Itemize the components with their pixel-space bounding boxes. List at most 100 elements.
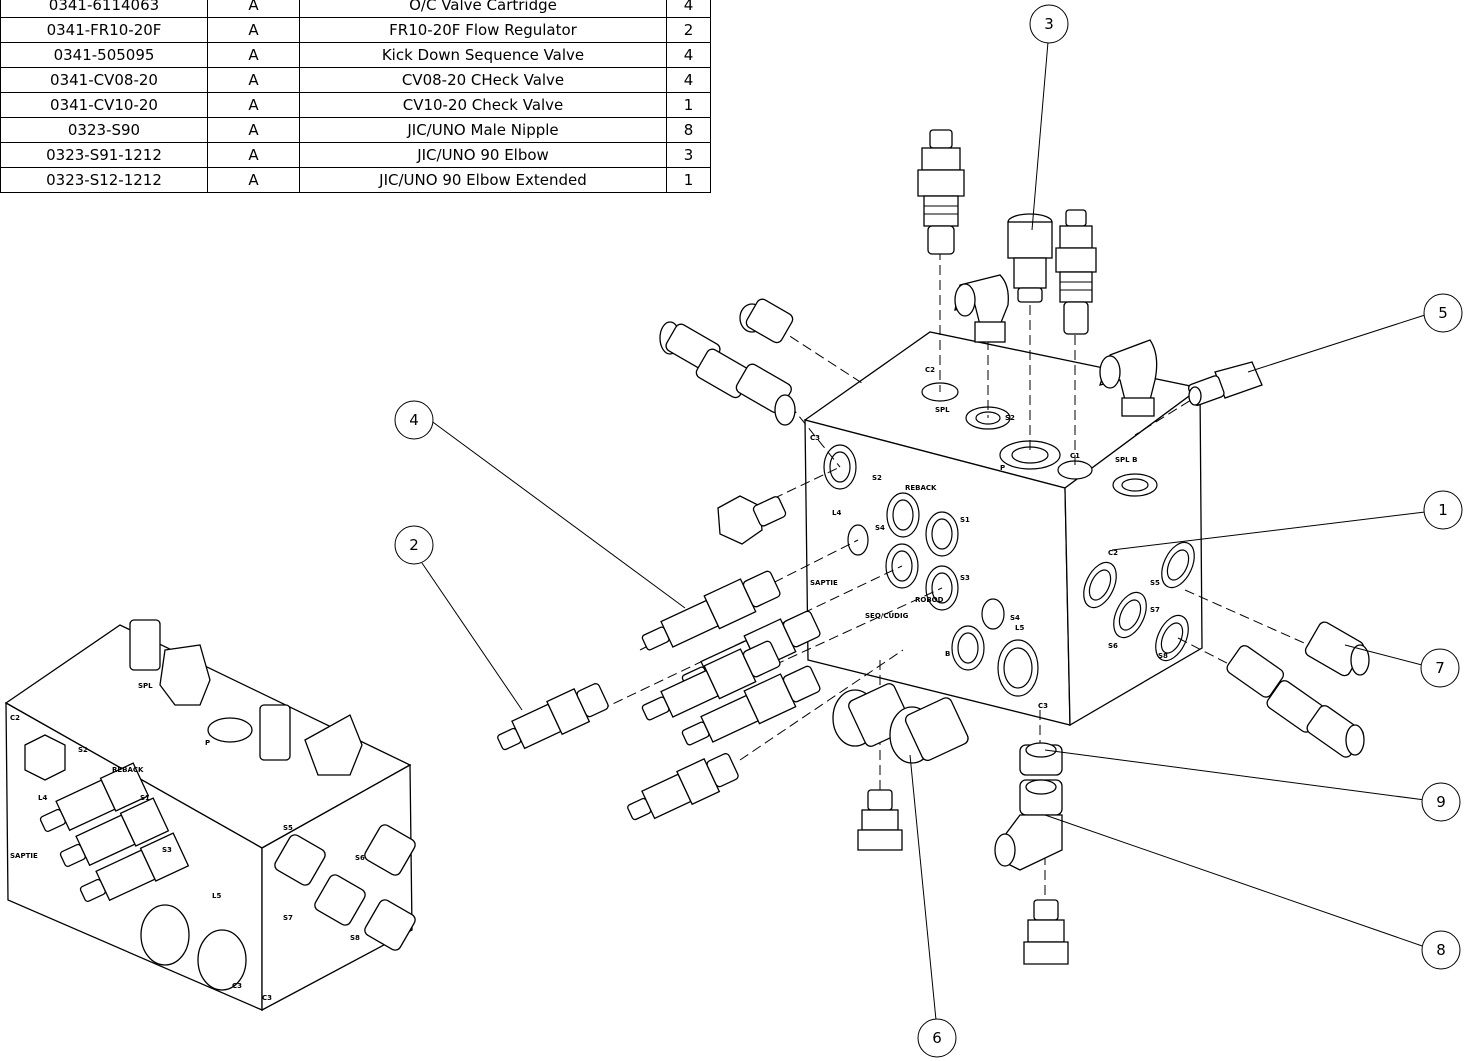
quantity-cell: 3 xyxy=(666,142,711,168)
port-label: L4 xyxy=(832,509,841,517)
port-label: REBACK xyxy=(112,766,144,774)
revision-cell: A xyxy=(207,42,300,68)
balloon-2: 2 xyxy=(394,525,434,565)
quantity-cell: 4 xyxy=(666,67,711,93)
quantity-cell: 1 xyxy=(666,167,711,193)
port-label: SAPTIE xyxy=(810,579,838,587)
balloon-8: 8 xyxy=(1421,930,1461,970)
port-label: S2 xyxy=(1005,414,1015,422)
elbow-fitting-top xyxy=(954,274,1009,343)
balloon-4-label: 4 xyxy=(409,411,419,429)
nipple-fitting-right xyxy=(1304,621,1370,677)
port-label: C2 xyxy=(1108,549,1118,557)
cartridge-valve-top-right xyxy=(1055,209,1097,335)
port-label: C3 xyxy=(810,434,820,442)
balloon-8-label: 8 xyxy=(1436,941,1446,959)
port-label: S8 xyxy=(350,934,360,942)
port-label: REBACK xyxy=(905,484,937,492)
port-label: P xyxy=(205,739,210,747)
port-label: B xyxy=(945,650,950,658)
check-valve-bottom-right xyxy=(1023,899,1069,965)
port-label: S3 xyxy=(960,574,970,582)
part-number-cell: 0341-6114063 xyxy=(0,0,208,18)
balloon-7: 7 xyxy=(1420,648,1460,688)
balloon-1-label: 1 xyxy=(1438,501,1448,519)
port-label: S2 xyxy=(872,474,882,482)
port-label: L4 xyxy=(38,794,47,802)
port-label: C2 xyxy=(10,714,20,722)
port-label: S5 xyxy=(1150,579,1160,587)
balloon-4: 4 xyxy=(394,400,434,440)
port-label: C3 xyxy=(262,994,272,1002)
description-cell: CV08-20 CHeck Valve xyxy=(299,67,667,93)
port-label: C3 xyxy=(1038,702,1048,710)
port-label: S4 xyxy=(875,524,885,532)
port-label: S1 xyxy=(140,794,150,802)
port-label: L5 xyxy=(212,892,221,900)
check-valve-cartridge-lower xyxy=(627,753,739,821)
balloon-5-label: 5 xyxy=(1438,304,1448,322)
port-label: SAPTIE xyxy=(10,852,38,860)
hex-plug-front xyxy=(717,495,787,545)
cap-fittings-bottom xyxy=(832,683,969,764)
port-label: S7 xyxy=(1150,606,1160,614)
elbow-fittings-right-side xyxy=(1226,645,1365,758)
port-label: S1 xyxy=(960,516,970,524)
port-label: L5 xyxy=(1015,624,1024,632)
nipple-and-elbow-stack xyxy=(994,742,1063,871)
balloon-3: 3 xyxy=(1029,4,1069,44)
revision-cell: A xyxy=(207,167,300,193)
part-number-cell: 0323-S90 xyxy=(0,117,208,143)
plug-fitting-right xyxy=(1187,361,1263,406)
port-label: S7 xyxy=(283,914,293,922)
description-cell: O/C Valve Cartridge xyxy=(299,0,667,18)
balloon-9: 9 xyxy=(1421,782,1461,822)
balloon-7-label: 7 xyxy=(1435,659,1445,677)
port-label: S4 xyxy=(1010,614,1020,622)
part-number-cell: 0341-FR10-20F xyxy=(0,17,208,43)
nipple-fitting-upper-left xyxy=(739,298,794,344)
revision-cell: A xyxy=(207,117,300,143)
revision-cell: A xyxy=(207,142,300,168)
balloon-5: 5 xyxy=(1423,293,1463,333)
port-label: S6 xyxy=(1108,642,1118,650)
description-cell: JIC/UNO Male Nipple xyxy=(299,117,667,143)
balloon-leaders xyxy=(421,41,1429,1021)
port-label: S5 xyxy=(283,824,293,832)
part-number-cell: 0341-CV10-20 xyxy=(0,92,208,118)
port-labels: C2 S2 SPL P C1 SPL B C3 S2 REBACK S1 L4 … xyxy=(10,366,1168,1002)
assembled-view xyxy=(4,619,416,1012)
port-label: SEQ/CUDIG xyxy=(865,612,909,620)
port-label: C1 xyxy=(1070,452,1080,460)
elbow-fitting-right xyxy=(1099,339,1158,417)
part-number-cell: 0341-CV08-20 xyxy=(0,67,208,93)
port-label: S2 xyxy=(78,746,88,754)
check-valve-bottom-left xyxy=(857,789,903,851)
balloon-9-label: 9 xyxy=(1436,793,1446,811)
quantity-cell: 8 xyxy=(666,117,711,143)
port-label: P xyxy=(1000,464,1005,472)
part-number-cell: 0323-S12-1212 xyxy=(0,167,208,193)
part-number-cell: 0341-505095 xyxy=(0,42,208,68)
flow-regulator-cartridges xyxy=(641,570,821,746)
port-label: SPL B xyxy=(1115,456,1137,464)
port-label: SPL xyxy=(138,682,153,690)
port-label: ROBOD xyxy=(915,596,944,604)
cartridge-valve-capped xyxy=(1007,213,1053,303)
balloon-2-label: 2 xyxy=(409,536,419,554)
balloon-1: 1 xyxy=(1423,490,1463,530)
port-label: C2 xyxy=(925,366,935,374)
part-number-cell: 0323-S91-1212 xyxy=(0,142,208,168)
balloon-6: 6 xyxy=(917,1018,957,1058)
port-label: C3 xyxy=(232,982,242,990)
